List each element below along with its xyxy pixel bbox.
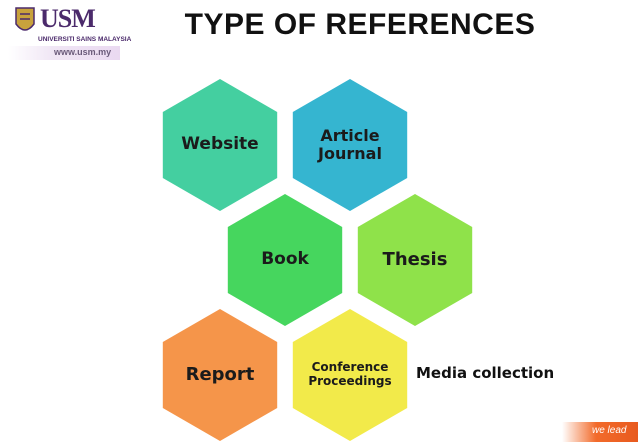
we-lead-brand: we lead [562, 422, 638, 442]
crest-icon [15, 7, 35, 31]
logo-url: www.usm.my [54, 47, 112, 57]
hexagon-label-report: Report [185, 363, 255, 385]
hexagon-book [227, 194, 343, 326]
hexagon-thesis [357, 194, 473, 326]
logo-url-bar [8, 46, 120, 60]
page-title: TYPE OF REFERENCES [184, 8, 536, 41]
hexagon-article-journal [292, 79, 408, 211]
hexagon-label-article-journal: Article Journal [318, 125, 382, 163]
media-collection-label: Media collection [416, 364, 555, 382]
hexagon-label-book: Book [261, 249, 309, 270]
brand-text: we lead [592, 425, 627, 436]
hexagon-conference-proceedings [292, 309, 408, 441]
logo-university-name: UNIVERSITI SAINS MALAYSIA [38, 36, 132, 43]
hexagon-website [162, 79, 278, 211]
hexagon-label-website: Website [181, 134, 259, 155]
usm-logo: USM UNIVERSITI SAINS MALAYSIA www.usm.my [0, 0, 140, 72]
logo-wordmark: USM [40, 4, 96, 33]
hexagon-label-thesis: Thesis [382, 248, 448, 270]
hexagon-report [162, 309, 278, 441]
hexagon-label-conference-proceedings: Conference Proceedings [308, 360, 392, 388]
